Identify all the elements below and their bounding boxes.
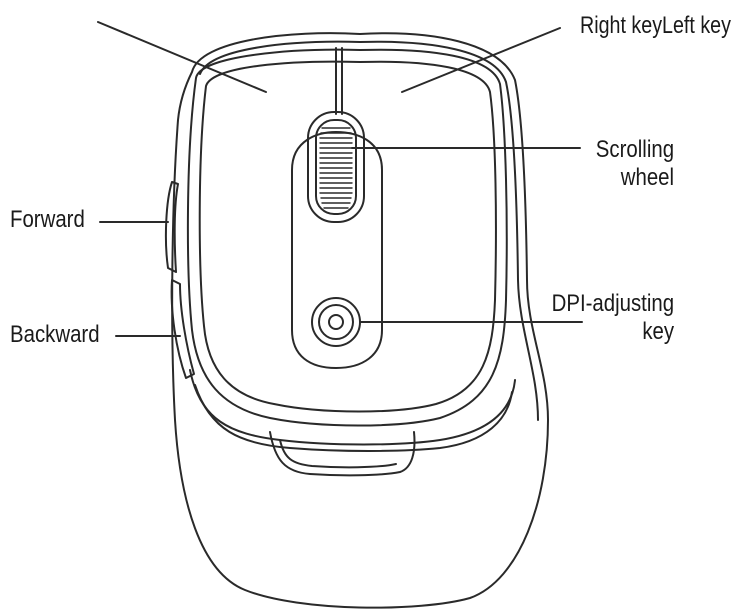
- right-key-leader: [401, 27, 561, 93]
- dpi-key-label: DPI-adjusting key: [552, 290, 674, 346]
- left-key-leader: [97, 21, 267, 93]
- mouse-body-inner-outline: [199, 40, 539, 421]
- scrolling-wheel: [307, 111, 365, 223]
- top-shell-inner: [198, 60, 497, 413]
- forward-side-button: [164, 181, 179, 273]
- right-left-key-label: Right keyLeft key: [580, 12, 731, 39]
- scrolling-wheel-label: Scrolling wheel: [596, 136, 674, 192]
- backward-label: Backward: [10, 321, 100, 348]
- dpi-key-label-line1: DPI-adjusting: [551, 290, 674, 317]
- wheel-housing: [291, 131, 383, 369]
- forward-label: Forward: [10, 206, 85, 233]
- scrolling-wheel-label-line1: Scrolling: [595, 136, 674, 163]
- top-shell-outline: [186, 48, 508, 427]
- dpi-key-label-line2: key: [642, 318, 674, 345]
- wheel-ridges: [319, 127, 353, 209]
- lower-band: [189, 369, 516, 446]
- mouse-body-outline: [171, 32, 549, 609]
- backward-side-button: [170, 279, 195, 379]
- scrolling-wheel-label-line2: wheel: [620, 164, 674, 191]
- front-recess: [269, 431, 416, 477]
